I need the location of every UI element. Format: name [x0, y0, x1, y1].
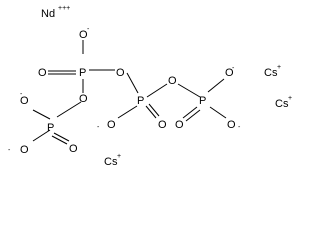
atom-p3: P	[137, 95, 144, 107]
cs-ion-3-symbol: Cs	[104, 156, 118, 168]
bond-p2-o-dbl-a	[53, 132, 70, 142]
atom-o-top: O	[79, 29, 88, 41]
bond-o-bridge3-p4	[177, 83, 201, 98]
bond-o-bridge1-p3	[126, 72, 139, 94]
charge-o-p3-lower: -	[97, 124, 100, 131]
bond-p3-o-dbl-a	[145, 105, 157, 119]
atom-o-p4-lower: O	[227, 119, 236, 131]
atom-p1: P	[79, 67, 86, 79]
bond-p3-o-bridge3	[146, 83, 168, 98]
atom-p4: P	[199, 95, 206, 107]
bond-p4-o-dbl-a	[182, 106, 198, 119]
cs-ion-1-charge: +	[277, 64, 281, 71]
bond-p3-o-dbl-b	[148, 103, 160, 117]
charge-o-p4-lower: -	[238, 124, 241, 131]
bond-p2-o-upper	[32, 109, 51, 120]
atom-o-p4-double: O	[175, 119, 184, 131]
bond-p4-o-lower	[209, 106, 227, 119]
nd-ion-symbol: Nd	[41, 8, 55, 20]
bond-p2-o-dbl-b	[51, 135, 68, 145]
bond-p2-o-lower	[32, 129, 51, 142]
bond-lines	[32, 40, 227, 145]
charge-o-p2-upper: -	[20, 91, 23, 98]
bond-p4-o-upper	[207, 78, 225, 93]
atom-o-p2-upper: O	[20, 95, 29, 107]
atom-o-left-double: O	[38, 67, 47, 79]
cs-ion-2-symbol: Cs	[275, 98, 289, 110]
bond-o-bridge2-p2	[56, 101, 82, 118]
charge-o-p2-lower: -	[8, 147, 11, 154]
atom-o-p2-double: O	[69, 143, 78, 155]
atom-o-bridge3: O	[168, 75, 177, 87]
atom-o-p3-double: O	[158, 119, 167, 131]
atom-o-bridge2: O	[79, 93, 88, 105]
atom-o-p2-lower: O	[20, 144, 29, 156]
cs-ion-2-charge: +	[288, 95, 292, 102]
atom-o-p4-upper: O	[225, 67, 234, 79]
cs-ion-3-charge: +	[117, 153, 121, 160]
atom-o-bridge1: O	[116, 67, 125, 79]
charge-o-top: -	[87, 26, 90, 33]
charge-o-p4-upper: -	[232, 65, 235, 72]
bond-p3-o-lower	[117, 105, 138, 119]
bond-p4-o-dbl-b	[185, 109, 201, 122]
atom-o-p3-lower: O	[107, 119, 116, 131]
molecule-svg: Nd +++ O - P O O O O - P O - O P O - O O…	[8, 5, 292, 168]
atom-p2: P	[47, 122, 54, 134]
structure-diagram: Nd +++ O - P O O O O - P O - O P O - O O…	[8, 5, 292, 168]
cs-ion-1-symbol: Cs	[264, 67, 278, 79]
nd-ion-charge: +++	[58, 5, 70, 12]
